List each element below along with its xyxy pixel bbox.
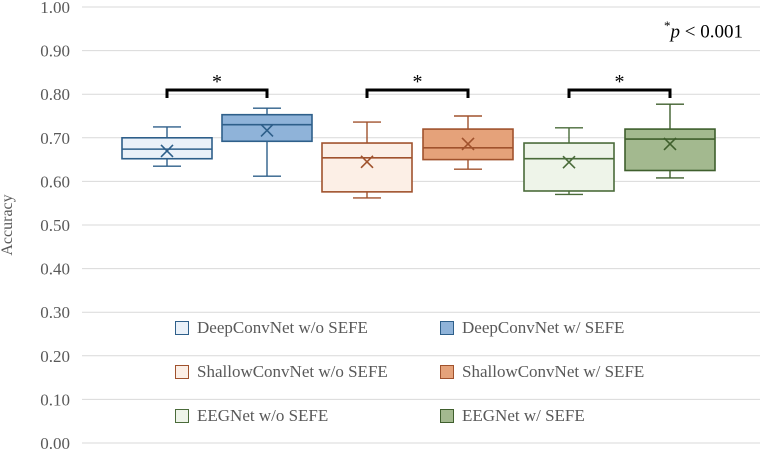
mean-marker bbox=[562, 155, 576, 169]
significance-bracket: * bbox=[165, 71, 269, 98]
y-tick-labels: 0.00 0.10 0.20 0.30 0.40 0.50 0.60 0.70 0.80 0.90… bbox=[40, 0, 70, 453]
bracket-line bbox=[567, 88, 672, 98]
p-value-star: * bbox=[664, 18, 671, 33]
p-value-symbol: p bbox=[670, 21, 681, 43]
legend-label: EEGNet w/ SEFE bbox=[462, 406, 585, 425]
mean-marker bbox=[360, 155, 374, 169]
mean-marker bbox=[260, 123, 274, 137]
legend-label: ShallowConvNet w/ SEFE bbox=[462, 362, 645, 381]
p-value-threshold: < 0.001 bbox=[680, 21, 743, 43]
legend-label: EEGNet w/o SEFE bbox=[197, 406, 329, 425]
y-axis-label: Accuracy bbox=[0, 194, 16, 255]
box-6 bbox=[624, 103, 716, 179]
mean-marker bbox=[461, 137, 475, 151]
legend-label: DeepConvNet w/ SEFE bbox=[462, 318, 625, 337]
y-tick-label: 0.10 bbox=[40, 390, 70, 409]
box-1 bbox=[121, 126, 213, 167]
significance-brackets: * * * bbox=[165, 71, 672, 98]
significance-star: * bbox=[615, 71, 625, 93]
legend-swatch bbox=[440, 321, 454, 335]
y-tick-label: 0.60 bbox=[40, 172, 70, 191]
legend-swatch bbox=[175, 321, 189, 335]
legend-label: ShallowConvNet w/o SEFE bbox=[197, 362, 388, 381]
y-tick-label: 0.80 bbox=[40, 85, 70, 104]
box-5 bbox=[523, 127, 615, 196]
mean-marker bbox=[663, 137, 677, 151]
y-tick-label: 0.20 bbox=[40, 347, 70, 366]
iqr-box bbox=[624, 128, 716, 172]
iqr-box bbox=[523, 142, 615, 192]
boxes bbox=[121, 103, 716, 199]
y-tick-label: 0.00 bbox=[40, 434, 70, 451]
box-2 bbox=[221, 107, 313, 177]
legend-item: ShallowConvNet w/ SEFE bbox=[440, 362, 644, 382]
significance-star: * bbox=[413, 71, 423, 93]
legend-label: DeepConvNet w/o SEFE bbox=[197, 318, 368, 337]
iqr-box bbox=[321, 142, 413, 193]
legend-swatch bbox=[175, 365, 189, 379]
gridlines bbox=[82, 6, 760, 444]
mean-marker bbox=[160, 144, 174, 158]
box-3 bbox=[321, 121, 413, 199]
legend-item: EEGNet w/o SEFE bbox=[175, 406, 328, 426]
legend-swatch bbox=[175, 409, 189, 423]
significance-bracket: * bbox=[365, 71, 470, 98]
box-4 bbox=[422, 115, 514, 170]
legend-item: DeepConvNet w/ SEFE bbox=[440, 318, 624, 338]
bracket-line bbox=[165, 88, 269, 98]
y-tick-label: 0.70 bbox=[40, 129, 70, 148]
y-tick-label: 0.50 bbox=[40, 216, 70, 235]
iqr-box bbox=[121, 137, 213, 160]
y-tick-label: 1.00 bbox=[40, 0, 70, 17]
iqr-box bbox=[221, 113, 313, 143]
legend-item: ShallowConvNet w/o SEFE bbox=[175, 362, 388, 382]
legend-item: EEGNet w/ SEFE bbox=[440, 406, 585, 426]
significance-bracket: * bbox=[567, 71, 672, 98]
significance-star: * bbox=[212, 71, 222, 93]
y-tick-label: 0.90 bbox=[40, 42, 70, 61]
legend-swatch bbox=[440, 409, 454, 423]
y-tick-label: 0.30 bbox=[40, 303, 70, 322]
p-value-note: *p < 0.001 bbox=[664, 18, 743, 43]
legend-swatch bbox=[440, 365, 454, 379]
bracket-line bbox=[365, 88, 470, 98]
y-tick-label: 0.40 bbox=[40, 260, 70, 279]
legend-item: DeepConvNet w/o SEFE bbox=[175, 318, 368, 338]
